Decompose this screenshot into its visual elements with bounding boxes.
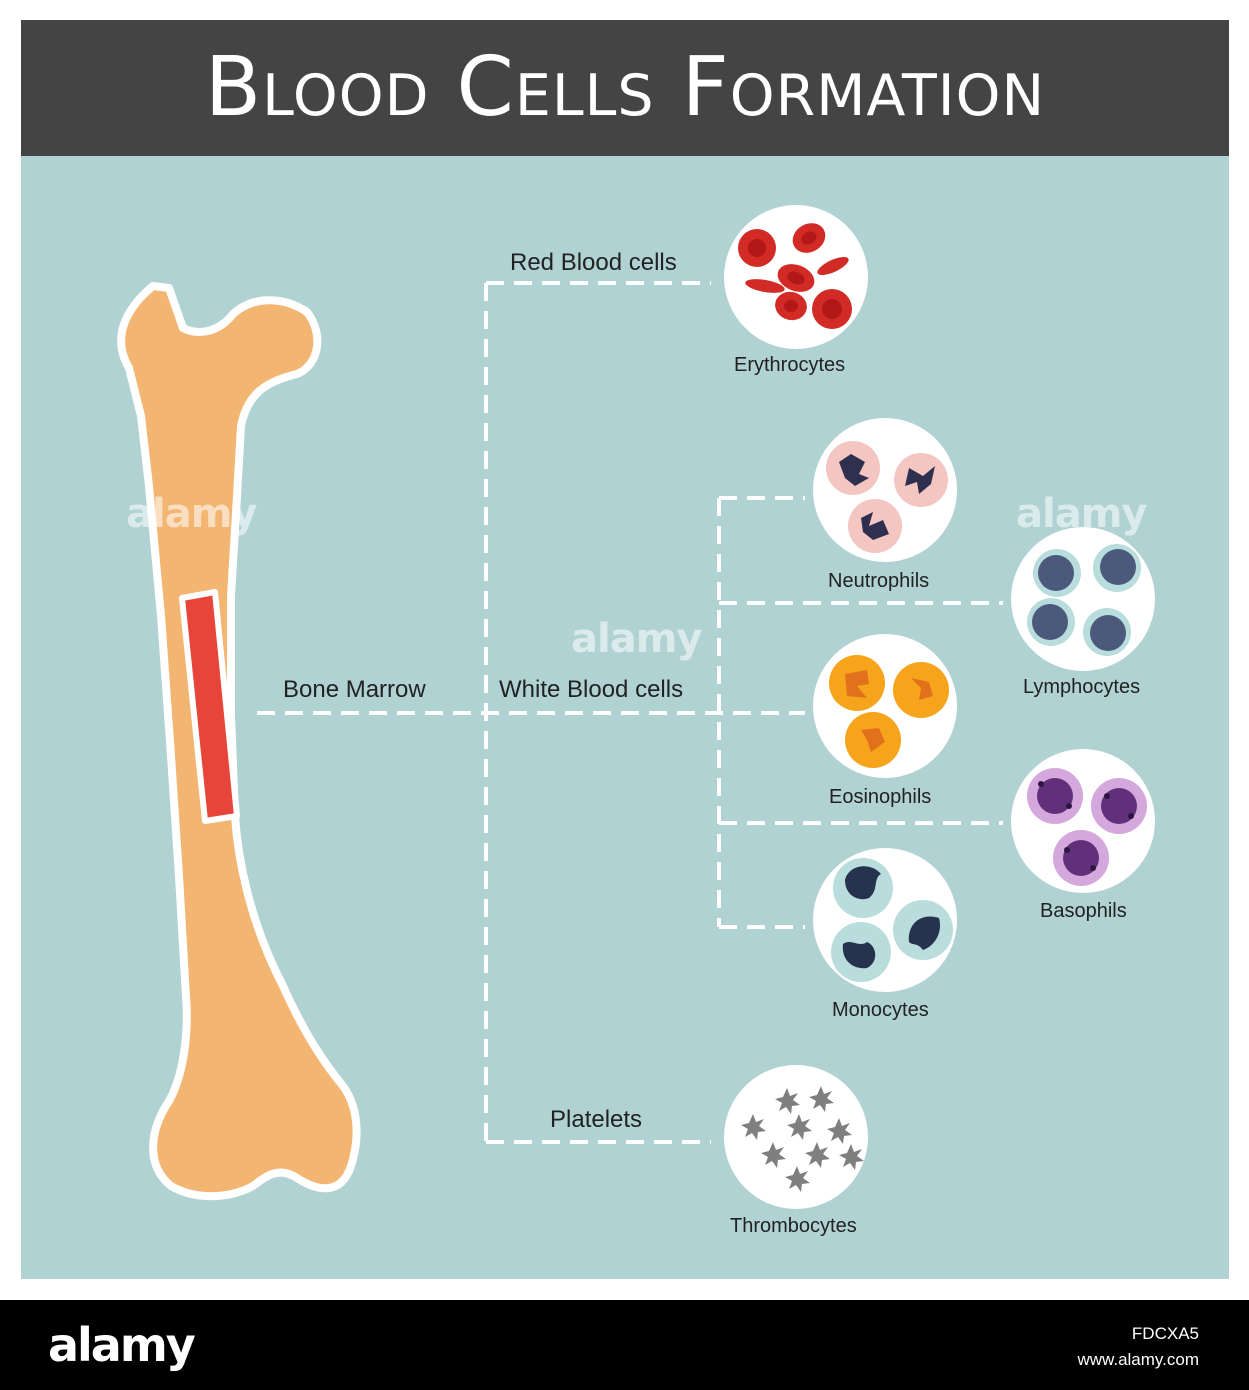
femur-bone bbox=[117, 282, 361, 1201]
bone-marrow-label: Bone Marrow bbox=[283, 676, 426, 703]
alamy-logo: alamy bbox=[48, 1318, 196, 1372]
eosinophils-label: Eosinophils bbox=[829, 786, 932, 808]
thrombocytes-label: Thrombocytes bbox=[730, 1215, 857, 1237]
bone-marrow-cavity bbox=[179, 589, 240, 824]
red-blood-cells-label: Red Blood cells bbox=[510, 249, 677, 276]
monocyte-cell bbox=[831, 858, 953, 982]
diagram-canvas bbox=[117, 205, 1155, 1209]
diagram-panel: alamy alamy alamy Bone Marrow Red Blood … bbox=[21, 156, 1229, 1279]
page-title: Blood Cells Formation bbox=[204, 40, 1046, 135]
erythrocytes-label: Erythrocytes bbox=[734, 354, 846, 376]
basophils-label: Basophils bbox=[1040, 900, 1127, 922]
platelets-label: Platelets bbox=[550, 1106, 643, 1133]
neutrophils-label: Neutrophils bbox=[828, 570, 930, 592]
monocytes-label: Monocytes bbox=[832, 999, 929, 1021]
watermark-text: alamy bbox=[1016, 491, 1147, 537]
image-id: FDCXA5 bbox=[1131, 1324, 1199, 1343]
basophil-cell bbox=[1027, 768, 1147, 886]
white-blood-cells-label: White Blood cells bbox=[499, 676, 684, 703]
monocytes-circle bbox=[813, 848, 957, 992]
eosinophils-circle bbox=[813, 634, 957, 778]
basophils-circle bbox=[1011, 749, 1155, 893]
red-blood-cell bbox=[738, 223, 852, 329]
platelet-cell bbox=[741, 1086, 864, 1192]
eosinophil-cell bbox=[829, 655, 949, 768]
watermark-text: alamy bbox=[571, 616, 702, 662]
neutrophil-cell bbox=[826, 441, 948, 553]
lymphocytes-circle bbox=[1011, 527, 1155, 671]
site-url: www.alamy.com bbox=[1077, 1350, 1199, 1369]
thrombocytes-circle bbox=[724, 1065, 868, 1209]
neutrophils-circle bbox=[813, 418, 957, 562]
header-bar: Blood Cells Formation bbox=[21, 20, 1229, 156]
lymphocytes-label: Lymphocytes bbox=[1023, 676, 1141, 698]
footer-bar: alamy FDCXA5 www.alamy.com bbox=[0, 1300, 1249, 1390]
connector-lines bbox=[257, 281, 1003, 1144]
watermark-text: alamy bbox=[126, 491, 257, 537]
lymphocyte-cell bbox=[1027, 544, 1141, 656]
erythrocytes-circle bbox=[724, 205, 868, 349]
